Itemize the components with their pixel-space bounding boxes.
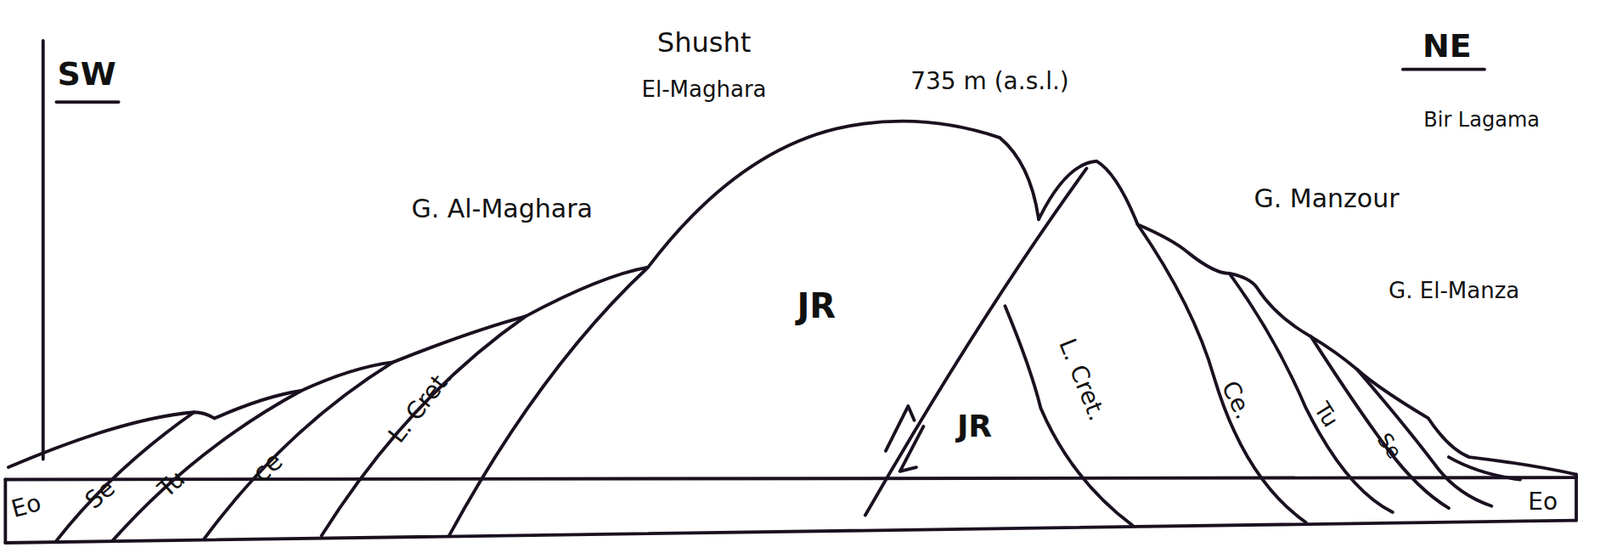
- section-label: NE: [1422, 29, 1472, 62]
- section-label: L. Cret.: [384, 365, 457, 448]
- section-label: Eo: [1527, 490, 1558, 514]
- section-label: G. El-Manza: [1388, 279, 1520, 302]
- section-label: 735 m (a.s.l.): [910, 69, 1070, 94]
- section-label: JR: [796, 288, 836, 323]
- section-label: G. Al-Maghara: [411, 196, 592, 222]
- section-label: Bir Lagama: [1423, 109, 1540, 130]
- section-label: Ce.: [1217, 377, 1257, 423]
- section-label: Shusht: [657, 28, 751, 57]
- section-label: El-Maghara: [642, 78, 767, 101]
- section-label: Eo: [9, 490, 45, 522]
- section-label: G. Manzour: [1253, 185, 1399, 212]
- section-label: JR: [957, 411, 992, 442]
- section-label: SW: [56, 57, 116, 91]
- section-label: L. Cret.: [1054, 335, 1110, 424]
